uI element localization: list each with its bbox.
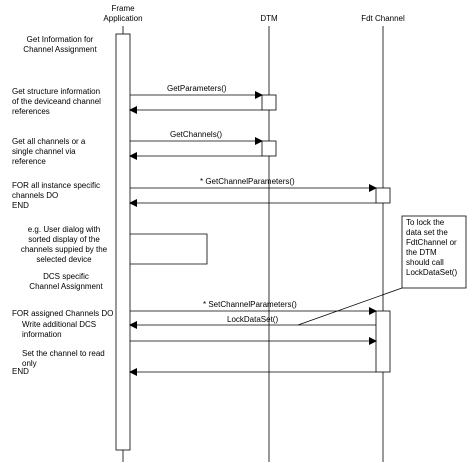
lock-data-set-label: LockDataSet(): [227, 315, 279, 324]
dtm-activation-2: [261, 140, 277, 157]
fdt-activation-2: [375, 310, 391, 373]
lock-note-text: To lock the data set the FdtChannel or t…: [406, 218, 458, 277]
get-parameters-label: GetParameters(): [167, 84, 227, 93]
frame-application-header: Frame Application: [103, 4, 143, 23]
set-readonly-note: Set the channel to read only: [22, 349, 105, 368]
lock-note-box: [401, 215, 467, 289]
for-assigned-note: FOR assigned Channels DO: [12, 309, 114, 318]
get-info-note: Get Information for Channel Assignment: [23, 35, 97, 54]
user-dialog-self-call: [130, 233, 208, 265]
fdt-activation-1: [375, 187, 391, 204]
dtm-header: DTM: [260, 14, 278, 23]
get-channels-note: Get all channels or a single channel via…: [12, 137, 86, 166]
end-note-1: END: [12, 201, 29, 210]
get-channels-label: GetChannels(): [170, 130, 223, 139]
end-note-2: END: [12, 367, 29, 376]
lock-note-connector: [297, 287, 403, 326]
dcs-assignment-note: DCS specific Channel Assignment: [29, 272, 103, 291]
frame-activation: [115, 33, 131, 451]
dtm-activation-1: [261, 94, 277, 111]
user-dialog-note: e.g. User dialog with sorted display of …: [20, 225, 108, 264]
for-instance-note: FOR all instance specific channels DO: [12, 181, 101, 200]
fdt-channel-header: Fdt Channel: [361, 14, 405, 23]
set-channel-parameters-label: * SetChannelParameters(): [203, 300, 297, 309]
get-structure-note: Get structure information of the devicea…: [12, 87, 101, 116]
write-dcs-note: Write additional DCS information: [22, 320, 97, 339]
get-channel-parameters-label: * GetChannelParameters(): [200, 177, 295, 186]
